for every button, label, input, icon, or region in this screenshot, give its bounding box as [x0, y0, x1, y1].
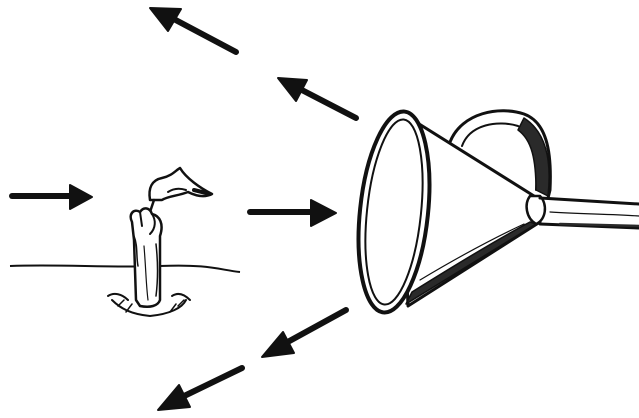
funnel-icon	[350, 108, 639, 316]
arrow-icon	[262, 310, 346, 357]
arrow-icon	[158, 368, 242, 410]
arrow-icon	[278, 78, 356, 118]
candle-icon	[108, 168, 212, 316]
ground-line	[10, 265, 240, 272]
arrows-group	[12, 8, 356, 410]
arrow-icon	[12, 185, 92, 209]
flame-icon	[150, 168, 213, 200]
arrow-icon	[150, 8, 236, 52]
arrow-icon	[250, 200, 336, 226]
